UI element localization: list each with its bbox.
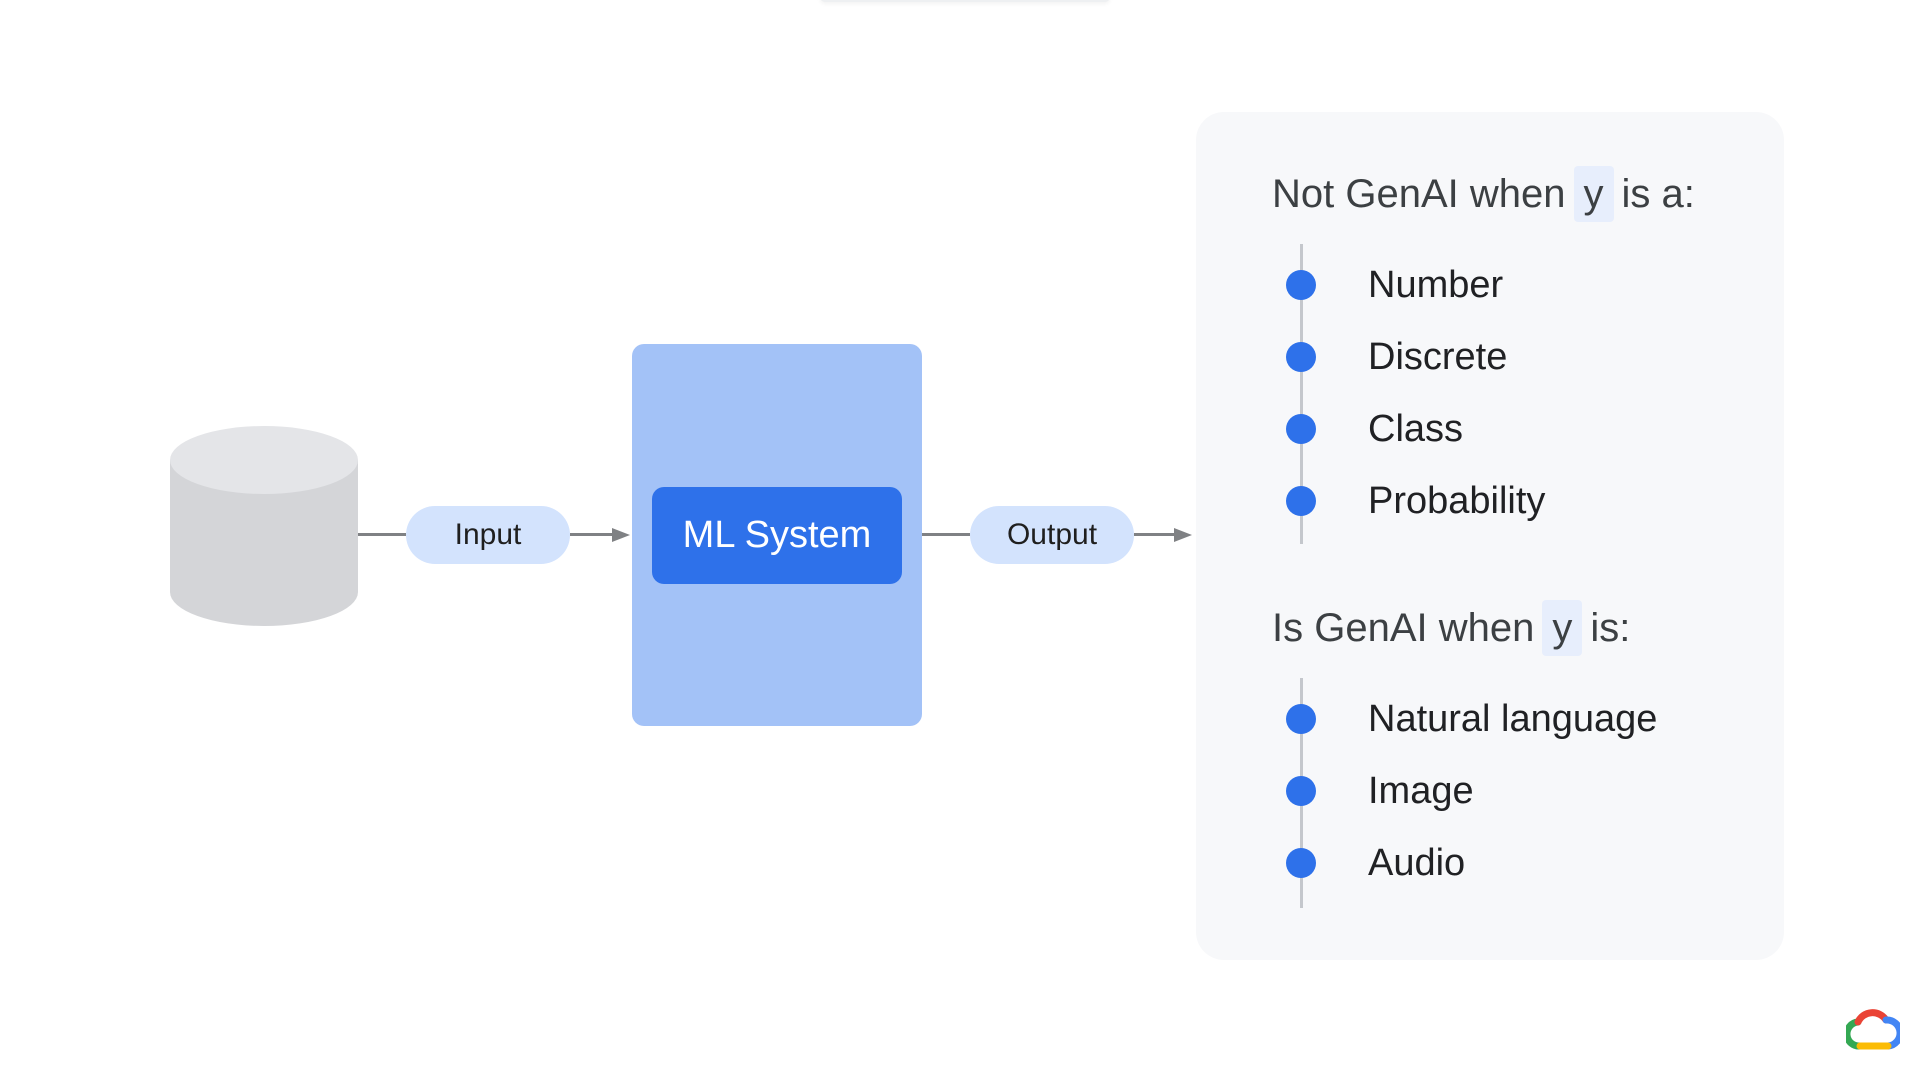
arrow-head-input-icon bbox=[612, 528, 630, 542]
list-item-label: Discrete bbox=[1368, 335, 1508, 378]
list-item-label: Natural language bbox=[1368, 697, 1658, 740]
input-pill: Input bbox=[406, 506, 570, 564]
connector-system-to-output bbox=[922, 533, 970, 536]
ml-system-box: ML System bbox=[652, 487, 902, 584]
list-item: Natural language bbox=[1286, 697, 1658, 740]
bullet-dot-icon bbox=[1286, 704, 1316, 734]
ml-system-label: ML System bbox=[682, 514, 872, 556]
not-genai-heading-suffix: is a: bbox=[1621, 171, 1695, 216]
list-item: Probability bbox=[1286, 479, 1546, 522]
is-genai-heading: Is GenAI when y is: bbox=[1272, 599, 1630, 657]
google-cloud-logo-icon bbox=[1843, 1008, 1904, 1052]
list-item-label: Class bbox=[1368, 407, 1464, 450]
is-genai-variable: y bbox=[1542, 600, 1583, 656]
top-edge-tab bbox=[820, 0, 1110, 2]
database-icon bbox=[170, 426, 358, 626]
list-item: Number bbox=[1286, 263, 1504, 306]
input-label: Input bbox=[454, 518, 522, 551]
bullet-dot-icon bbox=[1286, 414, 1316, 444]
bullet-dot-icon bbox=[1286, 776, 1316, 806]
list-item-label: Number bbox=[1368, 263, 1504, 306]
output-types-panel bbox=[1196, 112, 1784, 960]
not-genai-variable: y bbox=[1573, 166, 1614, 222]
connector-output-to-panel bbox=[1134, 533, 1176, 536]
bullet-dot-icon bbox=[1286, 270, 1316, 300]
list-item-label: Probability bbox=[1368, 479, 1546, 522]
bullet-dot-icon bbox=[1286, 848, 1316, 878]
not-genai-timeline-line bbox=[1300, 244, 1303, 544]
bullet-dot-icon bbox=[1286, 342, 1316, 372]
list-item-label: Audio bbox=[1368, 841, 1466, 884]
not-genai-heading: Not GenAI when y is a: bbox=[1272, 166, 1695, 222]
bullet-dot-icon bbox=[1286, 486, 1316, 516]
arrow-head-output-icon bbox=[1174, 528, 1192, 542]
is-genai-heading-prefix: Is GenAI when bbox=[1272, 605, 1535, 650]
list-item: Discrete bbox=[1286, 335, 1508, 378]
not-genai-heading-prefix: Not GenAI when bbox=[1272, 171, 1566, 216]
connector-input-to-system bbox=[570, 533, 614, 536]
list-item-label: Image bbox=[1368, 769, 1474, 812]
output-label: Output bbox=[1006, 518, 1098, 551]
output-pill: Output bbox=[970, 506, 1134, 564]
connector-db-to-input bbox=[358, 533, 406, 536]
list-item: Audio bbox=[1286, 841, 1466, 884]
list-item: Image bbox=[1286, 769, 1474, 812]
list-item: Class bbox=[1286, 407, 1464, 450]
is-genai-heading-suffix: is: bbox=[1590, 605, 1631, 650]
